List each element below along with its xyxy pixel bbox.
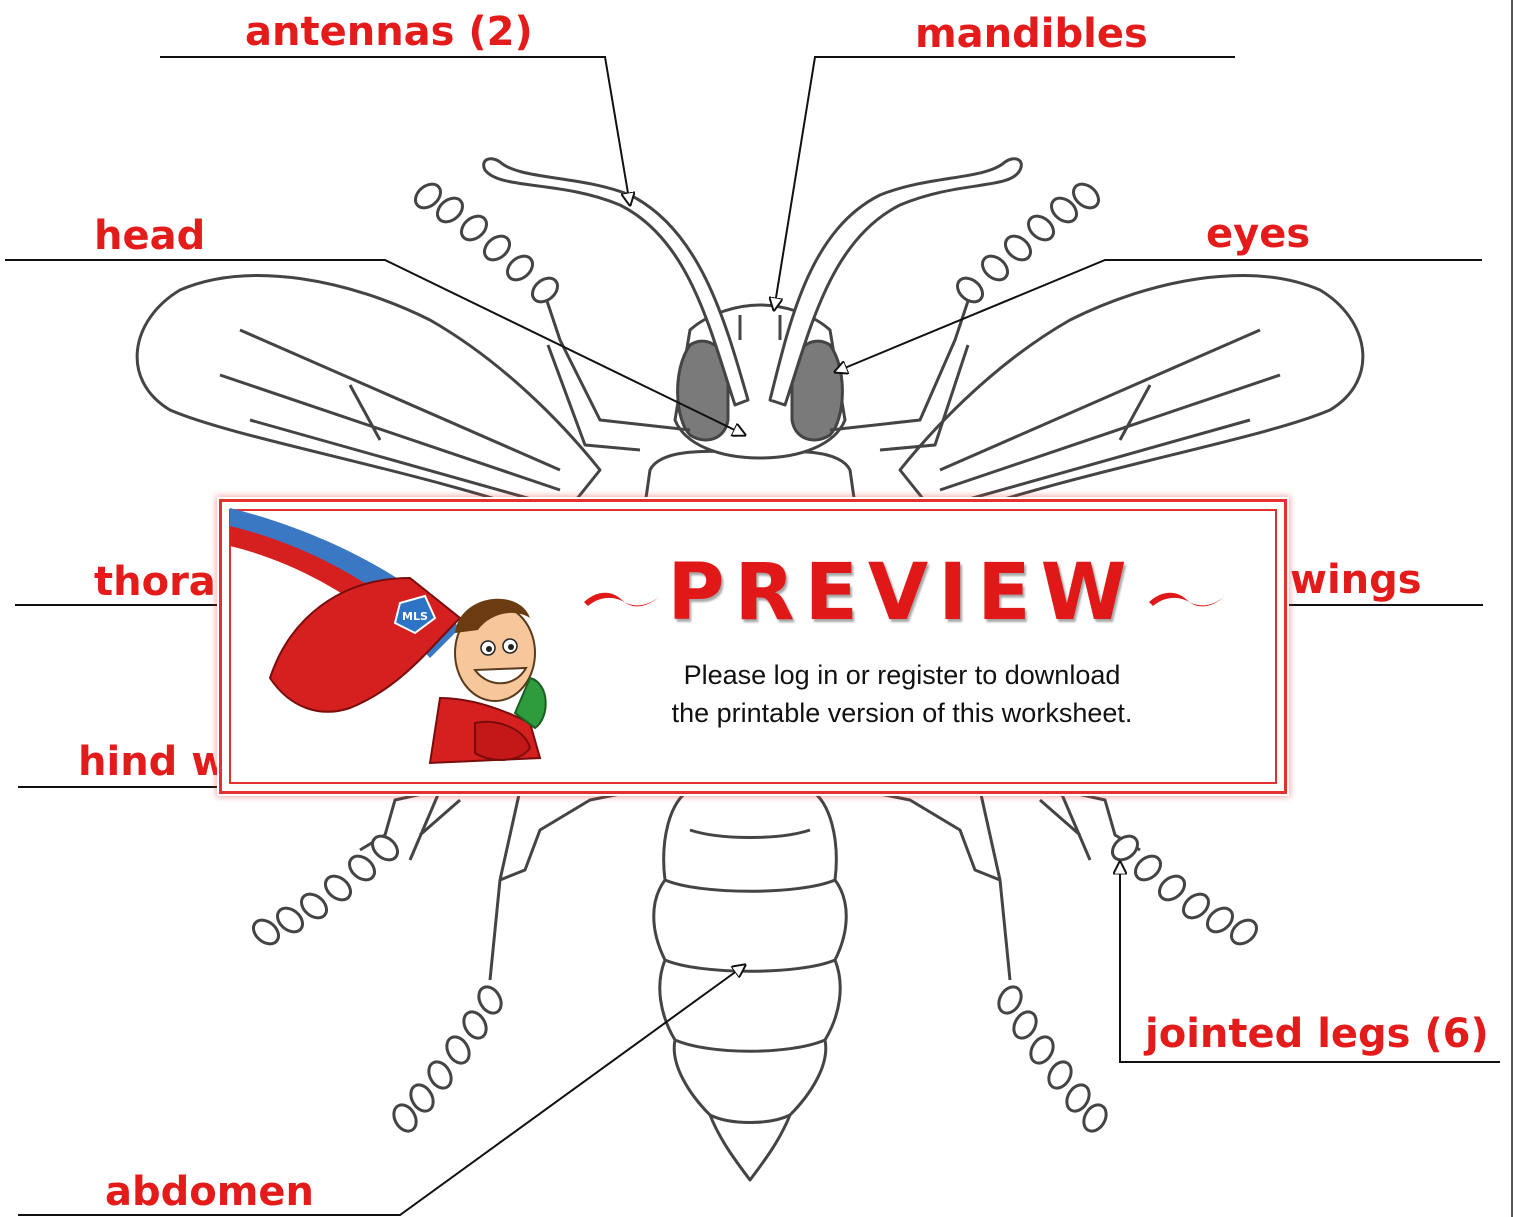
label-wings: wings: [1290, 560, 1422, 600]
preview-message: Please log in or register to download th…: [582, 657, 1222, 733]
superhero-mascot-icon: MLS: [230, 508, 550, 788]
label-head: head: [94, 216, 205, 256]
label-thorax: thora: [94, 562, 216, 602]
label-mandibles: mandibles: [915, 14, 1148, 54]
label-abdomen: abdomen: [105, 1172, 314, 1212]
label-hind-wings: hind w: [78, 742, 228, 782]
label-antennas: antennas (2): [245, 12, 533, 52]
swirl-ornament-right-icon: [1147, 588, 1227, 612]
preview-message-line1: Please log in or register to download: [582, 657, 1222, 695]
preview-banner: MLS PREVIEW Please log in or register to…: [219, 499, 1287, 794]
mascot-badge: MLS: [402, 610, 428, 623]
preview-title: PREVIEW: [582, 554, 1222, 632]
label-jointed-legs: jointed legs (6): [1145, 1014, 1489, 1054]
preview-message-line2: the printable version of this worksheet.: [582, 695, 1222, 733]
label-eyes: eyes: [1206, 214, 1310, 254]
